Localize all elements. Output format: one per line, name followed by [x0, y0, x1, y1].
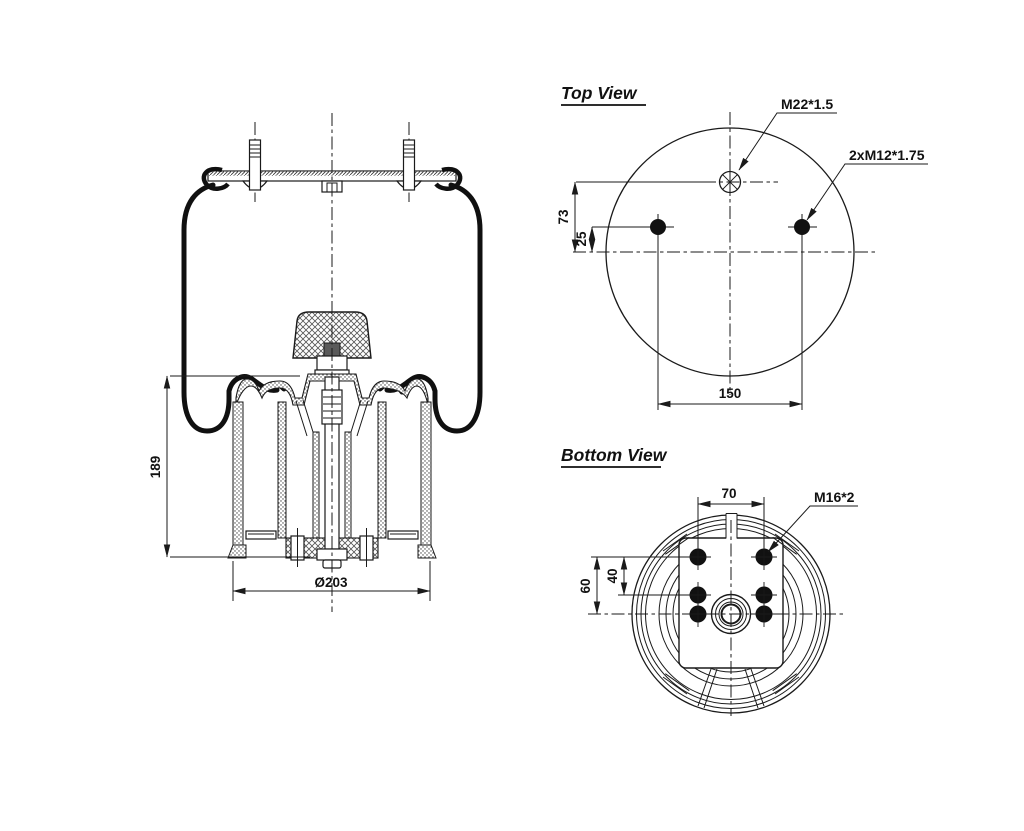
- dim-73-label: 73: [556, 209, 571, 225]
- port-thread-callout: M22*1.5: [738, 96, 837, 171]
- dim-73: 73: [556, 181, 579, 253]
- bottom-view: Bottom View: [561, 445, 858, 716]
- bolt-thread-callout: M16*2: [767, 489, 858, 553]
- dim-diameter-203: Ø203: [232, 561, 431, 601]
- dim-25-label: 25: [574, 231, 589, 247]
- top-view-title: Top View: [561, 83, 638, 103]
- base-ledge-left: [245, 530, 277, 540]
- dim-60-label: 60: [578, 578, 593, 593]
- shaft-tube-left: [312, 431, 320, 549]
- mounting-stud-left: [248, 139, 262, 191]
- dim-70-label: 70: [721, 486, 736, 501]
- piston-wall-right: [420, 401, 432, 549]
- stud-hole-left: [592, 214, 674, 410]
- dim-40: 40: [605, 556, 689, 596]
- spokes: [662, 533, 800, 709]
- piston-rib-left: [277, 401, 287, 539]
- dim-25: 25: [574, 226, 596, 253]
- piston-wall-left: [232, 401, 244, 549]
- dim-diameter-label: Ø203: [314, 575, 348, 590]
- side-view: 189 Ø203: [148, 113, 483, 612]
- shaft-tube-right: [344, 431, 352, 549]
- piston-foot-left: [227, 544, 247, 559]
- top-view: Top View 73: [556, 83, 928, 410]
- piston-rib-right: [377, 401, 387, 539]
- dim-70: 70: [697, 486, 765, 549]
- dim-150: 150: [657, 386, 803, 408]
- piston-foot-right: [417, 544, 437, 559]
- stud-thread-callout: 2xM12*1.75: [806, 147, 928, 221]
- dim-40-label: 40: [605, 568, 620, 583]
- base-ledge-right: [387, 530, 419, 540]
- air-port-symbol: [576, 168, 778, 196]
- dim-60: 60: [578, 556, 689, 615]
- dim-150-label: 150: [719, 386, 742, 401]
- bolt-thread-label: M16*2: [814, 489, 855, 505]
- stud-hole-right: [788, 214, 817, 410]
- dim-height-label: 189: [148, 456, 163, 479]
- bottom-view-title: Bottom View: [561, 445, 668, 465]
- stud-thread-label: 2xM12*1.75: [849, 147, 925, 163]
- port-thread-label: M22*1.5: [781, 96, 833, 112]
- dim-height-189: 189: [148, 375, 310, 558]
- mounting-stud-right: [402, 139, 416, 191]
- piston-funnel: [295, 399, 369, 437]
